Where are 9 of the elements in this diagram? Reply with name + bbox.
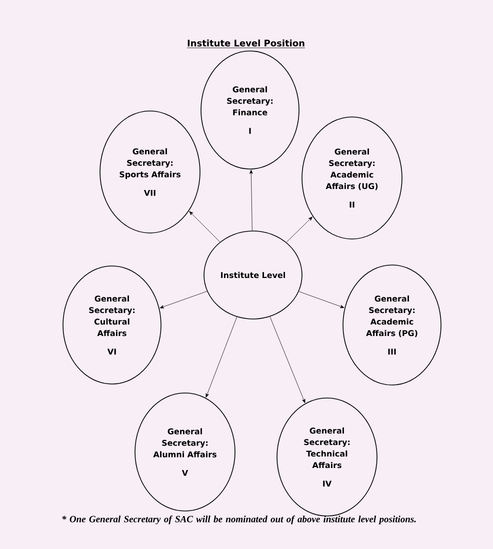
arrow [270,316,306,404]
arrow [298,291,344,308]
footnote: * One General Secretary of SAC will be nominated out of above institute level positions. [62,516,416,524]
arrow [286,216,313,242]
title: Institute Level Position [186,40,306,48]
arrow [250,170,253,231]
arrow [160,291,208,308]
arrow [189,211,220,242]
arrow [206,316,238,398]
